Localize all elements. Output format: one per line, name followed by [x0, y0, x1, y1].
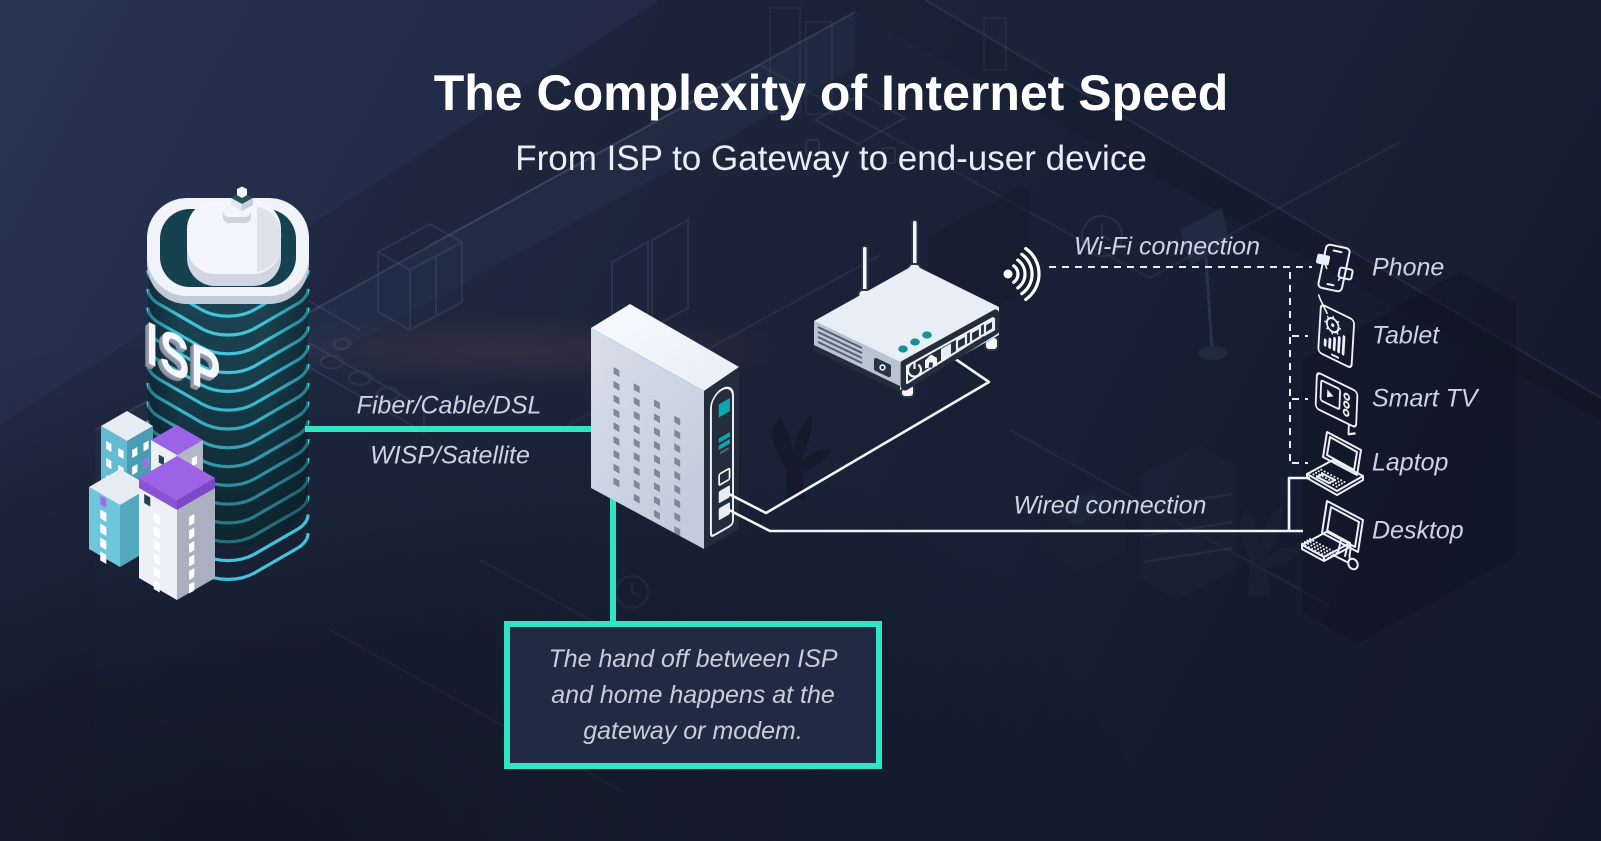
- router-reset-button: [874, 358, 891, 378]
- modem-router-wire: [728, 352, 991, 515]
- callout-box: The hand off between ISP and home happen…: [504, 621, 882, 769]
- building-tall-white: [139, 456, 215, 600]
- router-port-active: [941, 343, 951, 361]
- tablet-icon: [1317, 294, 1355, 368]
- city-buildings: [89, 411, 215, 600]
- wires: [728, 352, 1310, 533]
- wifi-dashed-lines: [1049, 266, 1312, 464]
- modem-port-1: [718, 485, 730, 503]
- modem-side-face: [704, 367, 739, 549]
- device-label-laptop: Laptop: [1372, 448, 1449, 477]
- device-icons: [1301, 243, 1364, 571]
- page-title: The Complexity of Internet Speed: [433, 65, 1229, 121]
- wifi-connection-label: Wi-Fi connection: [1074, 232, 1260, 261]
- router-top-face: [814, 265, 999, 362]
- device-label-tablet: Tablet: [1372, 321, 1440, 350]
- router-illustration: [814, 219, 1041, 398]
- callout-line-1: The hand off between ISP: [548, 645, 838, 673]
- modem-illustration: [591, 304, 739, 549]
- device-label-desktop: Desktop: [1372, 516, 1464, 545]
- isp-tower-top: [147, 186, 309, 304]
- phone-icon: [1315, 243, 1354, 293]
- desktop-icon: [1301, 500, 1364, 571]
- wisp-satellite-label: WISP/Satellite: [370, 441, 530, 470]
- callout-line-2: and home happens at the: [551, 681, 835, 709]
- wired-connection-label: Wired connection: [1013, 491, 1207, 520]
- laptop-wire-branch: [1287, 476, 1310, 531]
- modem-port-2: [718, 502, 730, 520]
- teal-connectors: [305, 426, 620, 624]
- fiber-cable-dsl-label: Fiber/Cable/DSL: [356, 391, 542, 420]
- laptop-icon: [1306, 431, 1364, 496]
- smart-tv-icon: [1314, 372, 1359, 436]
- router-panel-icons: [906, 317, 996, 378]
- device-label-smart-tv: Smart TV: [1372, 384, 1478, 413]
- device-label-phone: Phone: [1372, 253, 1445, 282]
- router-ports: [955, 317, 996, 353]
- wifi-signal-icon: [1003, 247, 1041, 301]
- modem-top-face: [591, 304, 739, 391]
- page-subtitle: From ISP to Gateway to end-user device: [515, 139, 1147, 178]
- modem-vents: [613, 367, 681, 536]
- router-status-dots: [898, 331, 932, 353]
- modem-front-face: [591, 328, 704, 549]
- modem-side-panel: [709, 386, 734, 537]
- power-icon: [906, 361, 923, 378]
- callout-line-3: gateway or modem.: [583, 717, 803, 745]
- home-icon: [925, 354, 937, 369]
- building-blue: [89, 469, 151, 567]
- wired-connection-line: [728, 508, 1303, 533]
